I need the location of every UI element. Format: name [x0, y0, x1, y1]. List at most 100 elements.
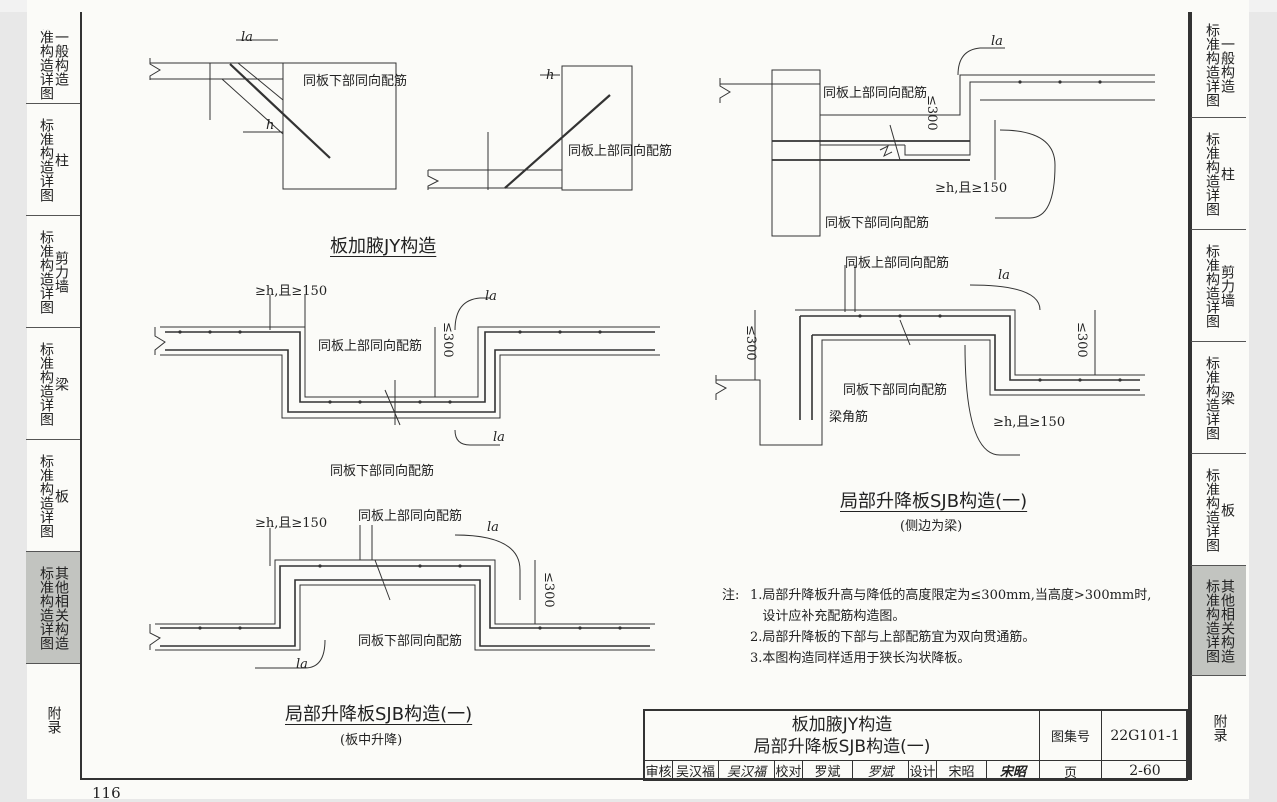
label-same-bottom: 同板下部同向配筋: [843, 383, 948, 398]
design-label: 设计: [909, 761, 937, 781]
right-tab-shear-wall[interactable]: 标准构造详图 剪力墙: [1190, 230, 1246, 342]
atlas-number: 22G101-1: [1102, 711, 1188, 761]
tab-prefix: 标准构造详图: [1204, 578, 1220, 663]
label-ge-h-150: ≥h,且≥150: [993, 415, 1066, 430]
check-signature: 罗斌: [853, 761, 909, 781]
title-line: 板加腋JY构造: [791, 715, 893, 735]
right-tab-slab[interactable]: 标准构造详图 板: [1190, 454, 1246, 566]
rebar-dots: [178, 80, 1122, 630]
tab-prefix: 标准构造详图: [38, 15, 54, 100]
label-la: la: [241, 30, 253, 45]
caption-sjb-middle: 局部升降板SJB构造(一): [285, 704, 473, 725]
review-name: 吴汉福: [673, 761, 719, 781]
jy-haunch-right-beam: [719, 47, 1155, 237]
check-name: 罗斌: [803, 761, 853, 781]
notes-prefix: 注:: [722, 588, 740, 603]
tab-label: 其他相关构造: [1219, 578, 1235, 663]
tab-prefix: 标准构造详图: [38, 565, 54, 650]
subcaption-sjb-side: (侧边为梁): [900, 519, 963, 534]
tab-label: 其他相关构造: [53, 565, 69, 650]
label-la: la: [998, 268, 1010, 283]
tab-prefix: 标准构造详图: [38, 341, 54, 426]
label-la: la: [991, 34, 1003, 49]
label-same-top: 同板上部同向配筋: [318, 339, 423, 354]
tab-label: 板: [53, 488, 69, 503]
right-tab-appendix[interactable]: 附录: [1190, 676, 1246, 780]
tab-label: 柱: [1219, 166, 1235, 181]
subcaption-sjb-middle: (板中升降): [340, 733, 403, 748]
jy-haunch-middle: [427, 65, 633, 191]
tab-prefix: 标准构造详图: [1204, 131, 1220, 216]
caption-sjb-side: 局部升降板SJB构造(一): [840, 491, 1028, 512]
review-label: 审核: [645, 761, 673, 781]
label-same-top: 同板上部同向配筋: [823, 86, 928, 101]
label-le-300: ≤300: [924, 95, 939, 131]
drawing-frame: [80, 12, 1190, 780]
tab-label: 柱: [53, 152, 69, 167]
tab-prefix: 标准构造详图: [1204, 243, 1220, 328]
note-line: 2.局部升降板的下部与上部配筋宜为双向贯通筋。: [750, 630, 1036, 645]
tab-prefix: 标准构造详图: [38, 117, 54, 202]
label-same-bottom: 同板下部同向配筋: [303, 74, 408, 89]
tab-label: 一般构造: [53, 29, 69, 86]
tab-label: 板: [1219, 502, 1235, 517]
label-ge-h-150: ≥h,且≥150: [935, 181, 1008, 196]
label-la: la: [485, 289, 497, 304]
tab-label: 一般构造: [1219, 36, 1235, 93]
check-label: 校对: [775, 761, 803, 781]
drawing-page: [27, 0, 1249, 799]
right-tab-general[interactable]: 标准构造详图 一般构造: [1190, 12, 1246, 118]
sjb-middle-top: [154, 295, 660, 446]
caption-jy: 板加腋JY构造: [330, 236, 437, 257]
tab-label: 附录: [1211, 714, 1228, 742]
label-ge-h-150: ≥h,且≥150: [255, 284, 328, 299]
label-same-top: 同板上部同向配筋: [568, 144, 673, 159]
label-le-300: ≤300: [440, 322, 455, 358]
tab-label: 剪力墙: [53, 250, 69, 293]
label-le-300: ≤300: [541, 572, 556, 608]
jy-haunch-left: [149, 39, 397, 190]
title-block-title: 板加腋JY构造 局部升降板SJB构造(一): [645, 711, 1040, 761]
label-la: la: [296, 657, 308, 672]
tab-label: 剪力墙: [1219, 264, 1235, 307]
label-same-bottom: 同板下部同向配筋: [330, 464, 435, 479]
right-tab-beam[interactable]: 标准构造详图 梁: [1190, 342, 1246, 454]
label-ge-h-150: ≥h,且≥150: [255, 516, 328, 531]
right-tab-column[interactable]: 标准构造详图 柱: [1190, 118, 1246, 230]
label-same-bottom: 同板下部同向配筋: [358, 634, 463, 649]
title-block: 板加腋JY构造 局部升降板SJB构造(一) 图集号 22G101-1 审核 吴汉…: [643, 709, 1188, 781]
sjb-side-beam: [715, 265, 1145, 456]
left-tab-other[interactable]: 标准构造详图 其他相关构造: [26, 552, 82, 664]
page-number: 116: [92, 784, 121, 802]
sjb-middle-bottom: [149, 525, 655, 669]
right-tab-other[interactable]: 标准构造详图 其他相关构造: [1190, 566, 1246, 676]
label-la: la: [493, 430, 505, 445]
notes: 注: 1.局部升降板升高与降低的高度限定为≤300mm,当高度>300mm时, …: [722, 585, 1151, 669]
tab-label: 梁: [1219, 390, 1235, 405]
page-label: 页: [1040, 761, 1102, 781]
left-tab-slab[interactable]: 标准构造详图 板: [26, 440, 82, 552]
tab-prefix: 标准构造详图: [1204, 355, 1220, 440]
design-signature: 宋昭: [987, 761, 1040, 781]
design-name: 宋昭: [937, 761, 987, 781]
title-line: 局部升降板SJB构造(一): [753, 737, 931, 757]
atlas-label: 图集号: [1040, 711, 1102, 761]
label-le-300: ≤300: [1074, 322, 1089, 358]
label-same-top: 同板上部同向配筋: [845, 256, 950, 271]
label-le-300: ≤300: [743, 325, 758, 361]
note-line: 3.本图构造同样适用于狭长沟状降板。: [750, 651, 971, 666]
tab-prefix: 标准构造详图: [1204, 22, 1220, 107]
tab-label: 附录: [45, 706, 62, 734]
tab-prefix: 标准构造详图: [38, 453, 54, 538]
note-line: 设计应补充配筋构造图。: [750, 609, 906, 624]
tab-prefix: 标准构造详图: [1204, 467, 1220, 552]
label-beam-corner: 梁角筋: [829, 410, 869, 425]
label-h: h: [546, 68, 555, 83]
note-line: 1.局部升降板升高与降低的高度限定为≤300mm,当高度>300mm时,: [750, 588, 1152, 603]
tab-label: 梁: [53, 376, 69, 391]
review-signature: 吴汉福: [719, 761, 775, 781]
label-same-top: 同板上部同向配筋: [358, 509, 463, 524]
label-h: h: [266, 118, 275, 133]
page-code: 2-60: [1129, 763, 1161, 779]
